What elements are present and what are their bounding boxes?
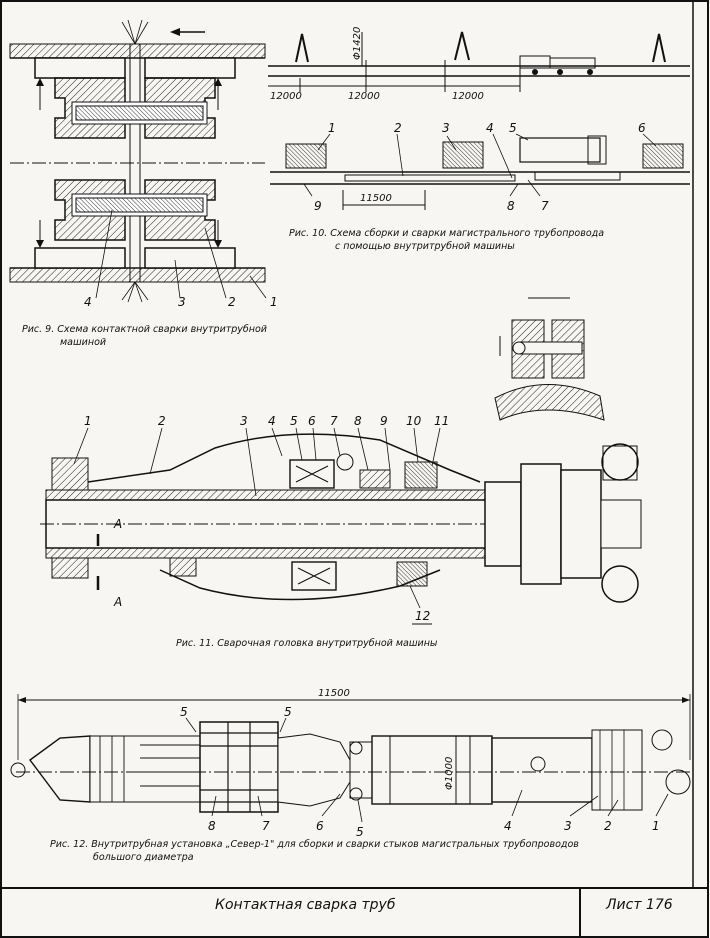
- fig10-callout-7: 7: [541, 199, 549, 213]
- fig10-callout-2: 2: [394, 121, 402, 135]
- fig9-callout-2: 2: [228, 295, 236, 309]
- fig10-callout-1: 1: [328, 121, 336, 135]
- fig10-dim-1: 12000: [270, 91, 302, 102]
- figure-11-welding-head: А А 1 2 3 4 5 6 7 8 9 10 11 12: [40, 414, 642, 625]
- fig10-callout-4: 4: [486, 121, 494, 135]
- fig11-callout-3: 3: [240, 414, 248, 428]
- fig10-diameter-label: Φ1420: [352, 27, 363, 60]
- fig10-caption-line2: с помощью внутритрубной машины: [335, 241, 515, 252]
- section-a-a: [494, 297, 605, 421]
- fig12-callout-4: 4: [504, 819, 512, 833]
- fig9-callout-1: 1: [270, 295, 278, 309]
- fig11-callout-4: 4: [268, 414, 276, 428]
- fig10-callout-9: 9: [314, 199, 322, 213]
- figure-9-contact-welding-scheme: 4 3 2 1: [9, 19, 278, 309]
- title-block-title: Контактная сварка труб: [215, 897, 396, 913]
- fig12-diameter-label: Φ1000: [444, 757, 455, 790]
- fig10-callout-8: 8: [507, 199, 515, 213]
- title-block-sheet-number: Лист 176: [606, 897, 673, 913]
- fig12-callout-1: 1: [652, 819, 660, 833]
- fig12-callout-5c: 5: [356, 825, 364, 839]
- fig12-callout-8: 8: [208, 819, 216, 833]
- fig11-section-marker-top: А: [113, 517, 122, 531]
- fig12-caption-line2: большого диаметра: [93, 852, 194, 863]
- fig10-dim-11500: 11500: [360, 193, 392, 204]
- fig10-callout-5: 5: [509, 121, 517, 135]
- fig11-callout-9: 9: [380, 414, 388, 428]
- fig11-callout-5: 5: [290, 414, 298, 428]
- fig11-callout-11: 11: [434, 414, 449, 428]
- fig11-callout-8: 8: [354, 414, 362, 428]
- fig11-caption: Рис. 11. Сварочная головка внутритрубной…: [176, 638, 438, 649]
- fig11-callout-7: 7: [330, 414, 338, 428]
- fig10-callout-6: 6: [638, 121, 646, 135]
- fig10-caption-line1: Рис. 10. Схема сборки и сварки магистрал…: [289, 228, 605, 239]
- fig12-callout-7: 7: [262, 819, 270, 833]
- figure-10-assembly-scheme: Φ1420 12000 12000 12000: [268, 27, 690, 213]
- fig12-callout-5b: 5: [284, 705, 292, 719]
- fig12-caption-line1: Рис. 12. Внутритрубная установка „Север-…: [50, 839, 579, 850]
- fig9-caption-line2: машиной: [60, 337, 107, 348]
- fig11-callout-6: 6: [308, 414, 316, 428]
- fig10-callout-3: 3: [442, 121, 450, 135]
- fig10-dim-2: 12000: [348, 91, 380, 102]
- fig9-callout-3: 3: [178, 295, 186, 309]
- fig12-callout-5a: 5: [180, 705, 188, 719]
- fig12-callout-6: 6: [316, 819, 324, 833]
- fig11-section-marker-bottom: А: [113, 595, 122, 609]
- fig11-callout-2: 2: [158, 414, 166, 428]
- fig9-caption-line1: Рис. 9. Схема контактной сварки внутритр…: [22, 324, 267, 335]
- fig12-callout-3: 3: [564, 819, 572, 833]
- figure-12-sever-1-unit: 11500 Φ1000: [10, 688, 691, 839]
- fig10-dim-3: 12000: [452, 91, 484, 102]
- fig12-callout-2: 2: [604, 819, 612, 833]
- fig11-callout-12: 12: [415, 609, 430, 623]
- fig11-callout-1: 1: [84, 414, 92, 428]
- fig12-overall-dim: 11500: [318, 688, 350, 699]
- fig11-callout-10: 10: [406, 414, 422, 428]
- fig9-callout-4: 4: [84, 295, 92, 309]
